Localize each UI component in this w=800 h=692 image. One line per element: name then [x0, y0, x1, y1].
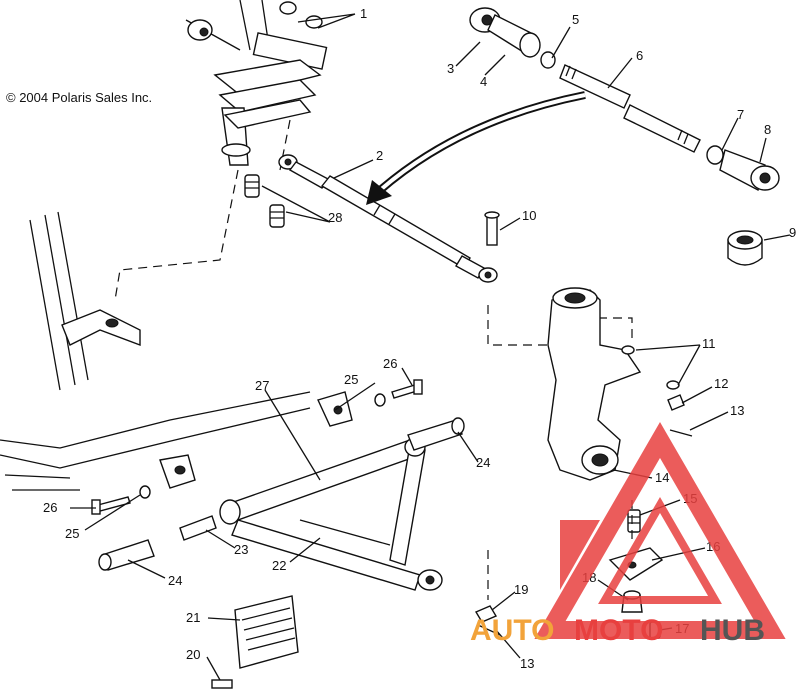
steering-post-assembly — [114, 0, 328, 301]
callout-25-left: 25 — [65, 526, 79, 541]
spindle-assembly — [487, 287, 693, 481]
callout-5: 5 — [572, 12, 579, 27]
callout-24-left: 24 — [168, 573, 182, 588]
guard-21 — [211, 595, 299, 689]
callout-23: 23 — [234, 542, 248, 557]
bolts-25-26 — [91, 379, 423, 515]
callout-4: 4 — [480, 74, 487, 89]
lower-frame-rail — [0, 391, 353, 491]
watermark-text-moto: MOTO — [574, 614, 663, 647]
callout-14: 14 — [655, 470, 669, 485]
callout-26-right: 26 — [383, 356, 397, 371]
watermark-text-auto: AUTO — [470, 614, 554, 647]
callout-26-left: 26 — [43, 500, 57, 515]
callout-11: 11 — [702, 336, 716, 351]
callout-7: 7 — [737, 107, 744, 122]
watermark-text-hub: HUB — [700, 614, 765, 647]
left-frame-rail — [29, 211, 141, 391]
callout-2: 2 — [376, 148, 383, 163]
callout-20: 20 — [186, 647, 200, 662]
callout-8: 8 — [764, 122, 771, 137]
leader-lines — [70, 13, 791, 681]
callout-9: 9 — [789, 225, 796, 240]
callout-19: 19 — [514, 582, 528, 597]
callout-numbers: 1 2 3 4 5 6 7 8 9 10 11 12 13 13 14 15 1… — [43, 6, 796, 671]
copyright-text: © 2004 Polaris Sales Inc. — [6, 90, 152, 105]
bushings-23-24 — [98, 417, 465, 571]
watermark-logo — [534, 422, 786, 639]
rod-end-assembly — [469, 7, 780, 192]
direction-arrow — [366, 91, 586, 205]
callout-13-lower: 13 — [520, 656, 534, 671]
callout-12: 12 — [714, 376, 728, 391]
callout-6: 6 — [636, 48, 643, 63]
callout-10: 10 — [522, 208, 536, 223]
callout-22: 22 — [272, 558, 286, 573]
callout-28: 28 — [328, 210, 342, 225]
callout-21: 21 — [186, 610, 200, 625]
callout-24-right: 24 — [476, 455, 490, 470]
callout-3: 3 — [447, 61, 454, 76]
watermark-text: AUTO MOTO HUB — [470, 614, 765, 647]
pin-10 — [484, 211, 500, 246]
tie-rod-2 — [278, 154, 498, 283]
callout-13-upper: 13 — [730, 403, 744, 418]
callout-1: 1 — [360, 6, 367, 21]
callout-25-right: 25 — [344, 372, 358, 387]
bushing-9 — [727, 230, 763, 266]
a-arm-27 — [219, 437, 443, 591]
callout-27: 27 — [255, 378, 269, 393]
bolts-28 — [244, 174, 285, 228]
